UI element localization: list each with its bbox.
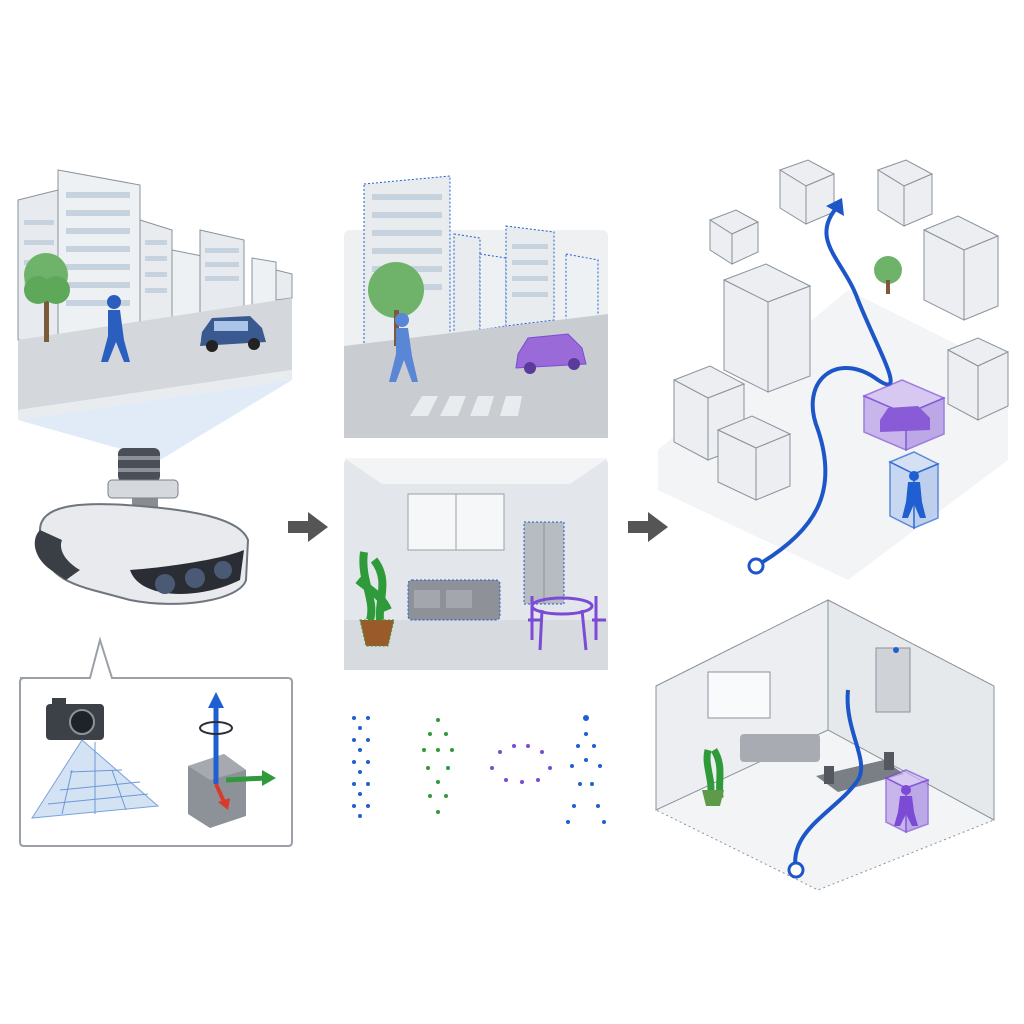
city-3d-map-icon bbox=[658, 159, 1010, 580]
flow-arrow-icon bbox=[286, 510, 330, 544]
camera-icon bbox=[31, 698, 160, 819]
street-scene-icon bbox=[344, 175, 608, 438]
mapping-stage bbox=[648, 130, 1018, 900]
point-cloud-tree bbox=[422, 718, 454, 814]
point-cloud-car bbox=[490, 744, 552, 784]
indoor-room-icon bbox=[344, 458, 608, 670]
point-cloud-person bbox=[566, 715, 606, 824]
imu-cube-axes-icon bbox=[188, 692, 276, 828]
capture-stage bbox=[0, 130, 310, 860]
room-3d-map-icon bbox=[655, 599, 995, 891]
street-scene-icon bbox=[17, 169, 293, 420]
segmentation-stage bbox=[330, 150, 620, 850]
flow-arrow-icon bbox=[626, 510, 670, 544]
vr-headset-with-lidar-icon bbox=[34, 448, 250, 605]
point-cloud-building bbox=[352, 716, 370, 818]
